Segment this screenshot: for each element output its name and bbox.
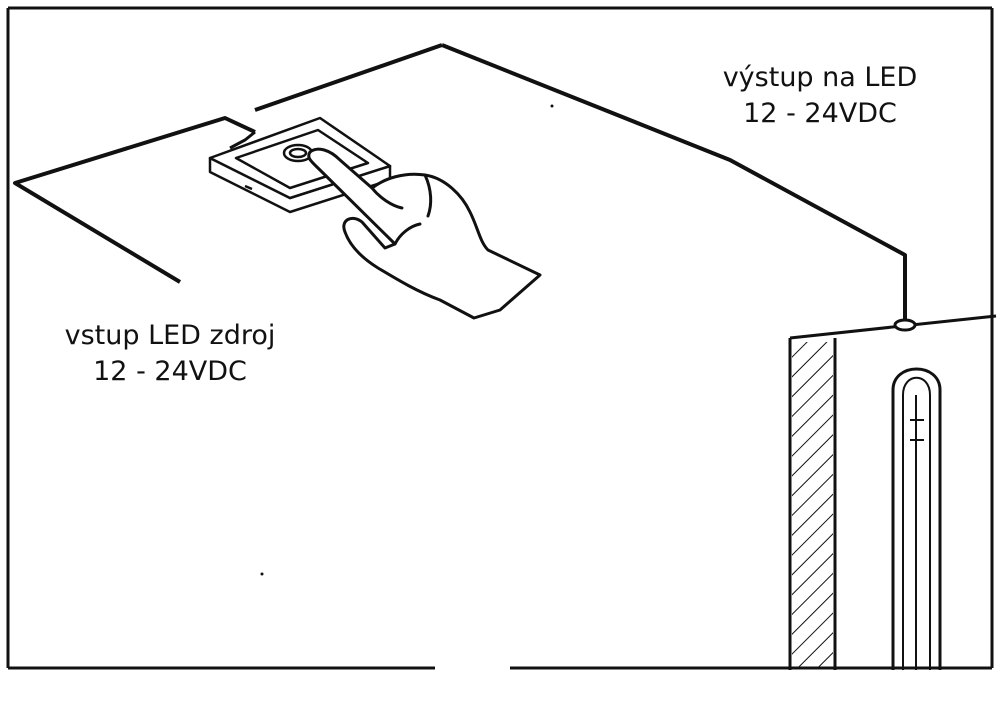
wall-outline xyxy=(13,43,907,322)
input-label-line2: 12 - 24VDC xyxy=(93,356,247,387)
specks xyxy=(260,104,554,576)
output-label-line1: výstup na LED xyxy=(722,62,918,93)
input-wire xyxy=(229,130,256,150)
led-profile xyxy=(788,314,997,670)
wall-section xyxy=(792,342,833,668)
hand-icon xyxy=(307,147,542,320)
input-label-line1: vstup LED zdroj xyxy=(64,320,276,351)
diagram-frame xyxy=(6,6,994,670)
input-label: vstup LED zdroj 12 - 24VDC xyxy=(25,318,315,390)
output-label: výstup na LED 12 - 24VDC xyxy=(690,60,950,132)
output-label-line2: 12 - 24VDC xyxy=(743,98,897,129)
